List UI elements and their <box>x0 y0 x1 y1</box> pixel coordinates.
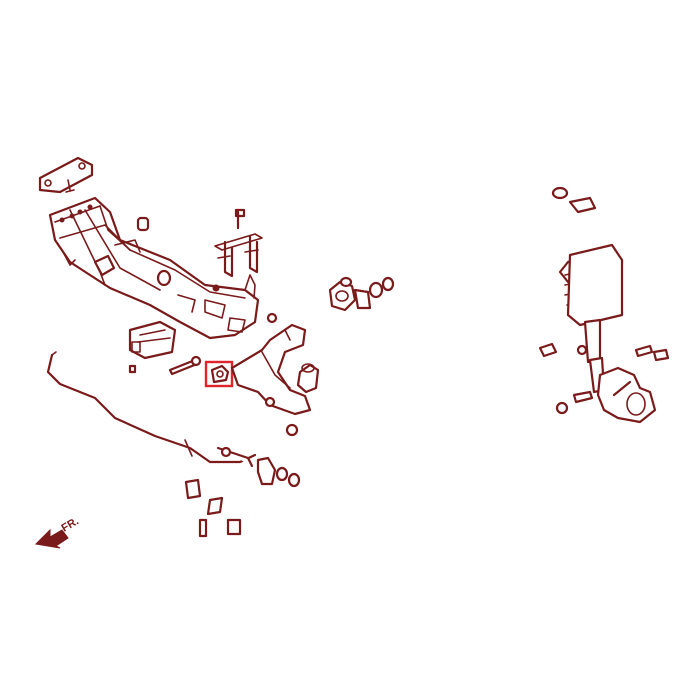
long-bolt <box>168 355 202 376</box>
front-direction-arrow: FR. <box>34 515 81 549</box>
strut-hardware <box>538 342 670 362</box>
stabilizer-link <box>184 456 301 538</box>
crossmember <box>48 196 260 340</box>
steering-knuckle <box>555 366 657 424</box>
u-bolt <box>214 208 263 278</box>
engine-mount-block <box>128 320 177 374</box>
highlighted-bushing[interactable] <box>204 360 234 388</box>
direction-label: FR. <box>60 515 81 534</box>
stabilizer-bar <box>46 351 257 468</box>
top-link-plate <box>38 156 94 194</box>
lower-control-arm <box>230 323 320 416</box>
arm-bushings <box>266 276 395 437</box>
strut-assembly <box>551 186 624 394</box>
small-bushing <box>136 216 220 292</box>
